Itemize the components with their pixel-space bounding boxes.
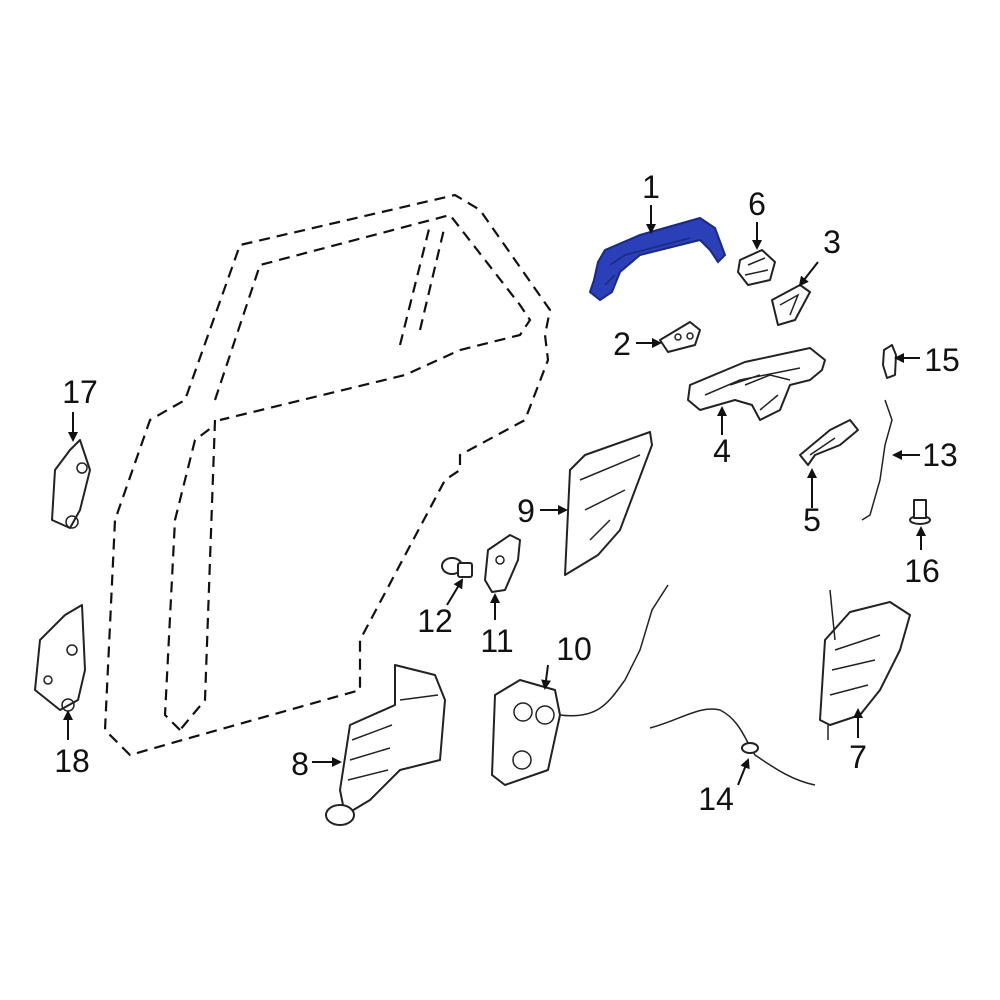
- inner-handle-part: [799, 419, 859, 466]
- lock-actuator-part: [491, 584, 669, 786]
- callout-3: 3: [823, 224, 841, 260]
- lower-hinge-part: [34, 604, 86, 712]
- callout-12: 12: [417, 603, 453, 639]
- gasket-part: [659, 321, 701, 353]
- outside-handle-part: [588, 216, 727, 302]
- callout-5: 5: [803, 502, 821, 538]
- callout-8: 8: [291, 746, 309, 782]
- callout-7: 7: [849, 739, 867, 775]
- callout-6: 6: [748, 186, 766, 222]
- clip-part: [882, 344, 897, 379]
- leader-lines: [63, 205, 926, 786]
- callout-11: 11: [480, 623, 513, 659]
- door-lock-part: [819, 589, 911, 740]
- control-rod-part: [861, 399, 893, 521]
- callout-2: 2: [613, 326, 631, 362]
- release-cable-part: [649, 708, 816, 786]
- callout-10: 10: [556, 631, 592, 667]
- cover-cap-part: [771, 284, 811, 326]
- callout-16: 16: [904, 553, 940, 589]
- bolt-part: [441, 557, 473, 578]
- trim-panel-part: [564, 431, 653, 576]
- callout-4: 4: [713, 433, 731, 469]
- callout-15: 15: [924, 342, 960, 378]
- door-outline: [103, 193, 552, 757]
- callout-17: 17: [62, 374, 98, 410]
- upper-hinge-part: [51, 439, 91, 529]
- callout-labels: 1 2 3 4 5 6 7 8 9 10 11 12 13 14 15 16 1…: [54, 169, 960, 817]
- push-pin-part: [909, 499, 931, 525]
- callout-13: 13: [922, 437, 958, 473]
- callout-18: 18: [54, 743, 90, 779]
- callout-14: 14: [698, 781, 734, 817]
- handle-carrier-part: [687, 347, 826, 421]
- callout-1: 1: [642, 169, 660, 205]
- lock-cylinder-part: [737, 249, 776, 286]
- callout-9: 9: [517, 493, 535, 529]
- striker-part: [484, 534, 521, 593]
- latch-assembly-part: [325, 664, 446, 826]
